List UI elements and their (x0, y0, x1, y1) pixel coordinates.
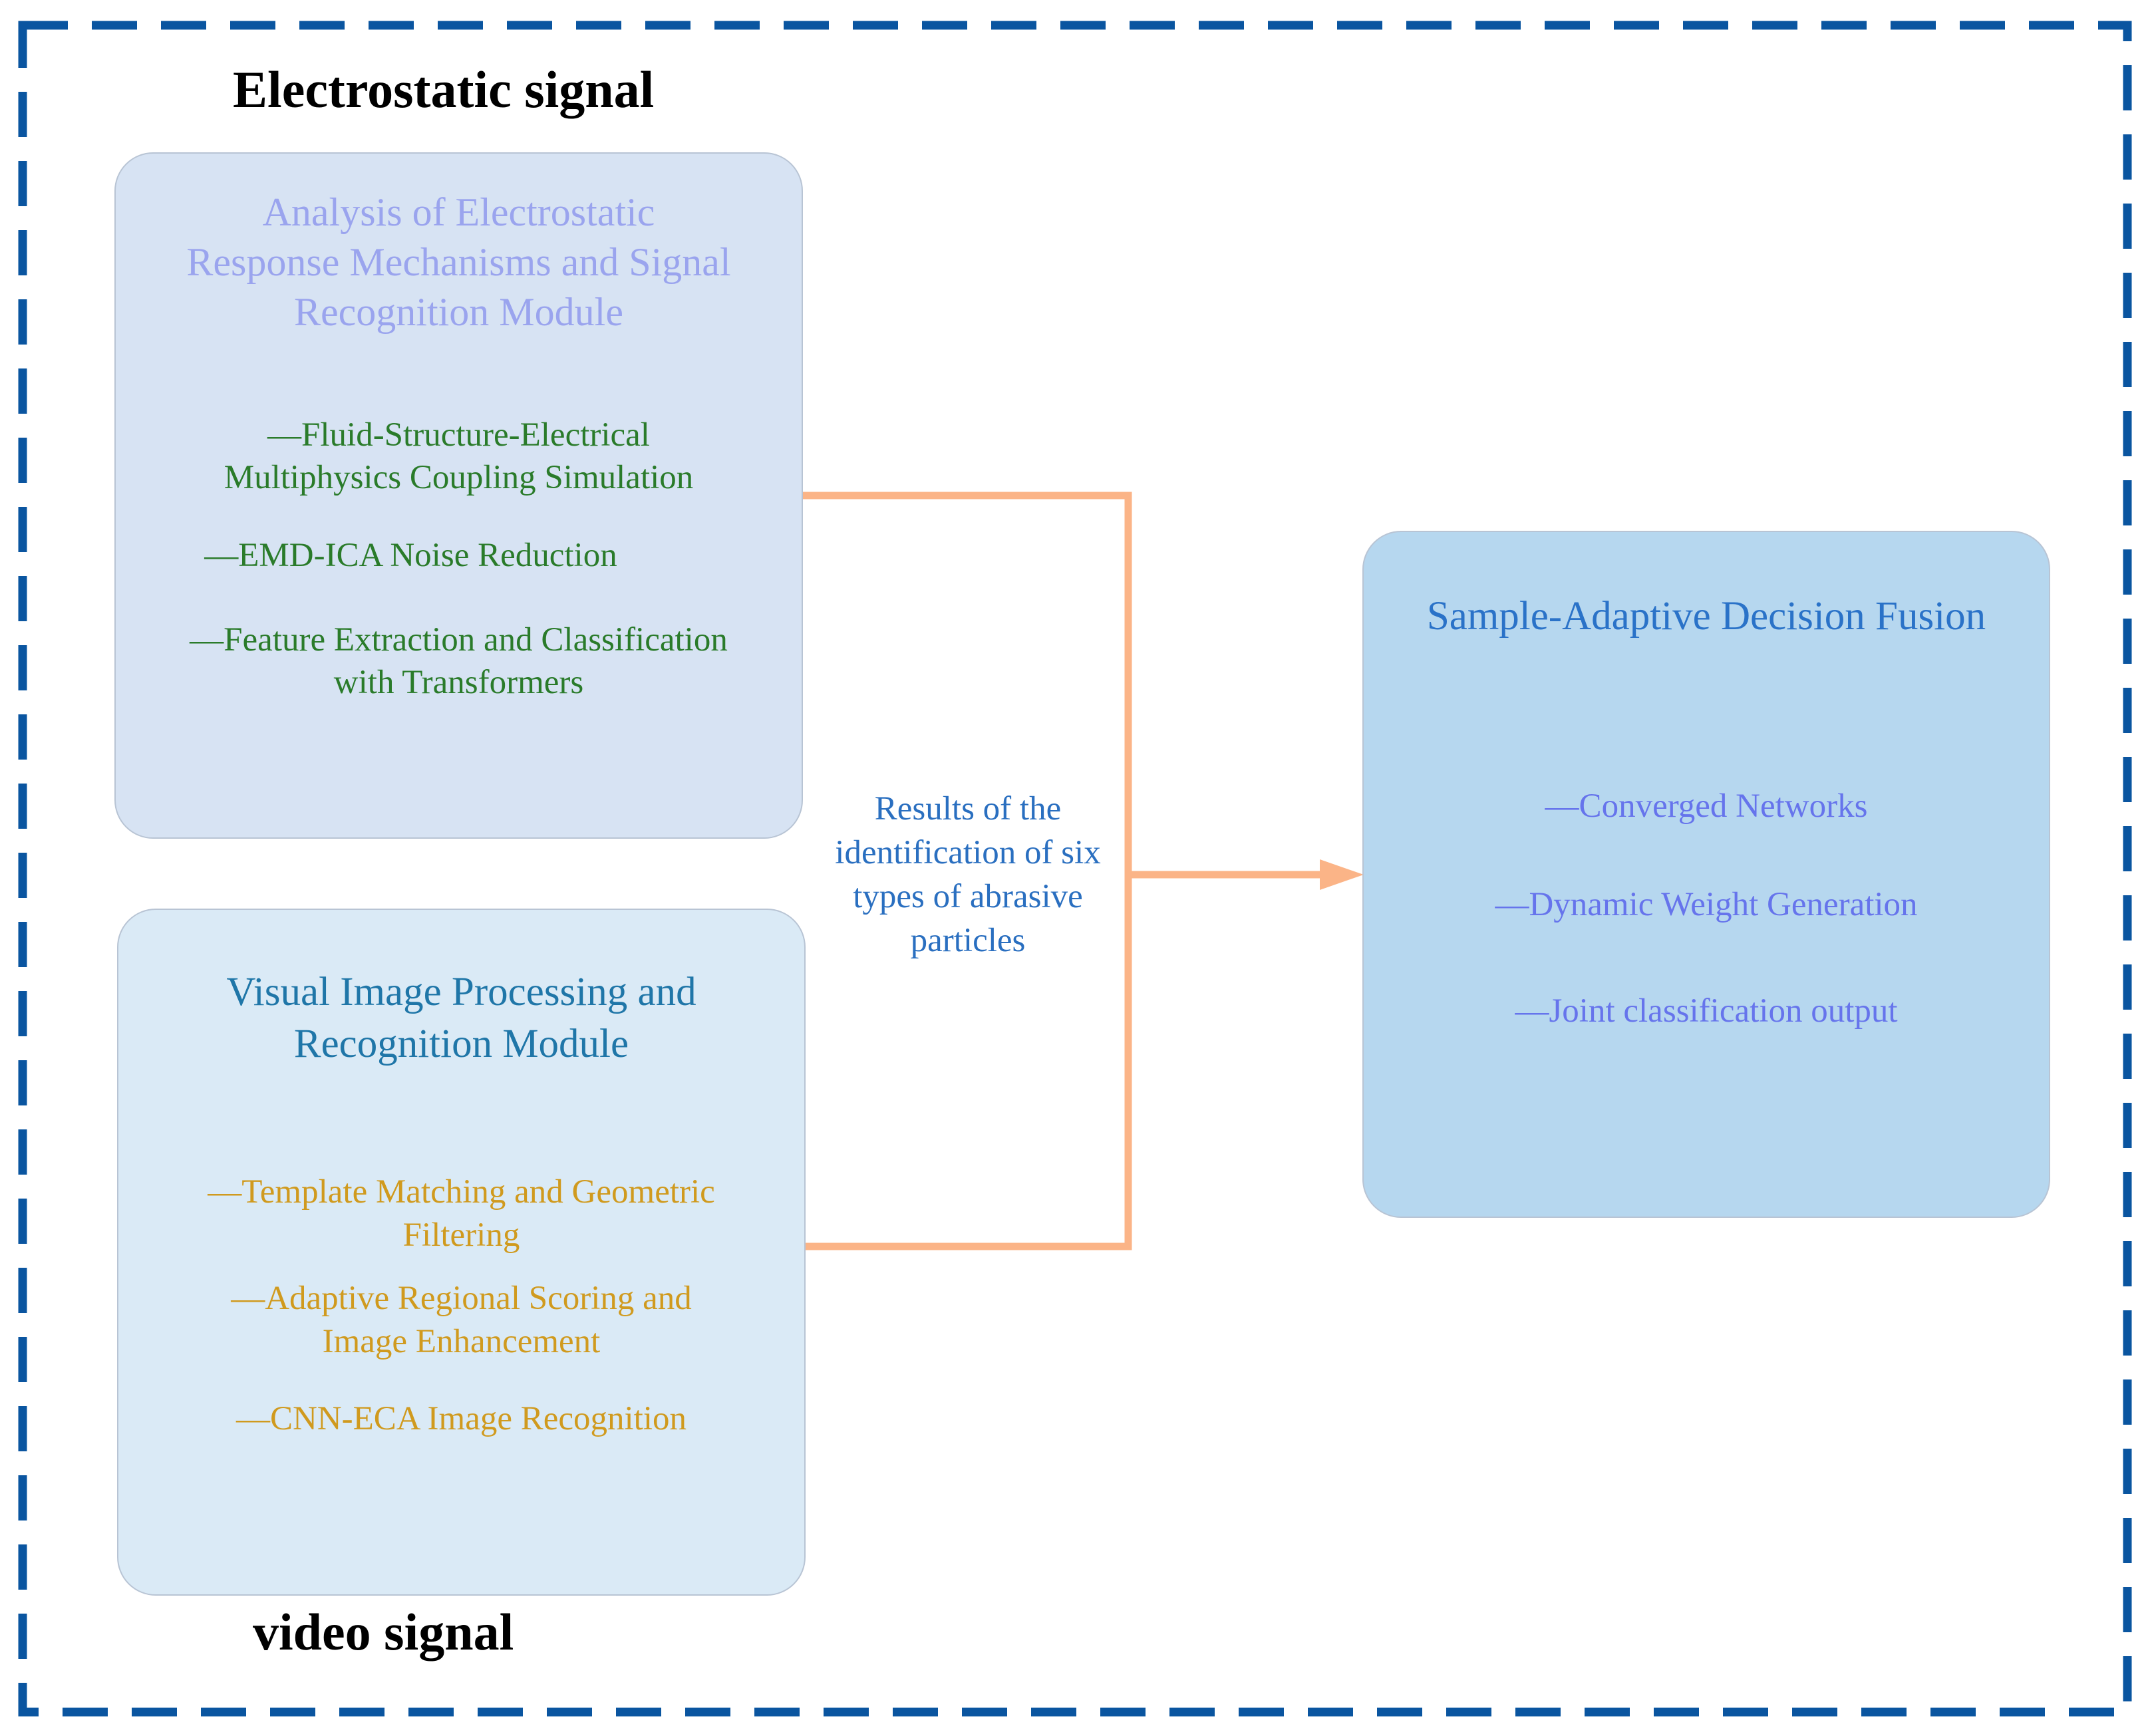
item-line: Filtering (402, 1217, 520, 1254)
fusion-item-converged-networks: —Converged Networks (1362, 785, 2050, 828)
electrostatic-module-title: Analysis of Electrostatic Response Mecha… (114, 188, 803, 337)
video-signal-label: video signal (253, 1603, 514, 1661)
visual-item-adaptive-scoring: —Adaptive Regional Scoring and Image Enh… (117, 1277, 806, 1364)
item-line: —Joint classification output (1515, 992, 1898, 1030)
item-line: with Transformers (333, 664, 584, 701)
dashed-outer-frame (18, 21, 2132, 1717)
visual-title-line: Recognition Module (293, 1022, 629, 1066)
electrostatic-item-multiphysics: —Fluid-Structure-Electrical Multiphysics… (114, 414, 803, 499)
visual-item-template-matching: —Template Matching and Geometric Filteri… (117, 1171, 806, 1257)
connector-label-line: Results of the (874, 790, 1062, 827)
visual-title-line: Visual Image Processing and (226, 970, 696, 1014)
fusion-module-title: Sample-Adaptive Decision Fusion (1362, 591, 2050, 643)
connector-visual-to-junction (802, 875, 1132, 1250)
visual-item-cnn-eca: —CNN-ECA Image Recognition (117, 1397, 806, 1441)
item-line: —EMD-ICA Noise Reduction (204, 537, 617, 574)
connector-label-line: particles (910, 922, 1026, 959)
item-line: Image Enhancement (322, 1323, 601, 1360)
arrowhead-to-fusion (1320, 859, 1364, 890)
item-line: —Feature Extraction and Classification (190, 621, 728, 658)
electrostatic-title-line: Recognition Module (294, 290, 623, 334)
fusion-title-line: Sample-Adaptive Decision Fusion (1426, 594, 1986, 639)
item-line: Multiphysics Coupling Simulation (224, 459, 694, 496)
electrostatic-item-transformers: —Feature Extraction and Classification w… (114, 619, 803, 704)
electrostatic-item-emd-ica: —EMD-ICA Noise Reduction (67, 534, 755, 577)
connector-label: Results of the identification of six typ… (802, 787, 1134, 962)
electrostatic-module-box (114, 152, 803, 839)
connector-label-line: types of abrasive (853, 878, 1083, 915)
electrostatic-title-line: Response Mechanisms and Signal (186, 240, 731, 284)
visual-module-box (117, 909, 806, 1596)
item-line: —Template Matching and Geometric (208, 1173, 715, 1211)
visual-module-title: Visual Image Processing and Recognition … (117, 966, 806, 1070)
item-line: —CNN-ECA Image Recognition (235, 1400, 687, 1437)
fusion-module-box (1362, 531, 2050, 1218)
fusion-item-dynamic-weight: —Dynamic Weight Generation (1362, 883, 2050, 927)
electrostatic-signal-label: Electrostatic signal (233, 61, 655, 118)
connector-label-line: identification of six (835, 834, 1101, 871)
connector-electrostatic-to-junction (802, 492, 1132, 875)
electrostatic-title-line: Analysis of Electrostatic (262, 190, 655, 234)
item-line: —Fluid-Structure-Electrical (267, 416, 650, 454)
item-line: —Converged Networks (1545, 788, 1868, 825)
item-line: —Adaptive Regional Scoring and (231, 1280, 692, 1317)
item-line: —Dynamic Weight Generation (1495, 886, 1918, 923)
fusion-item-joint-classification: —Joint classification output (1362, 990, 2050, 1033)
